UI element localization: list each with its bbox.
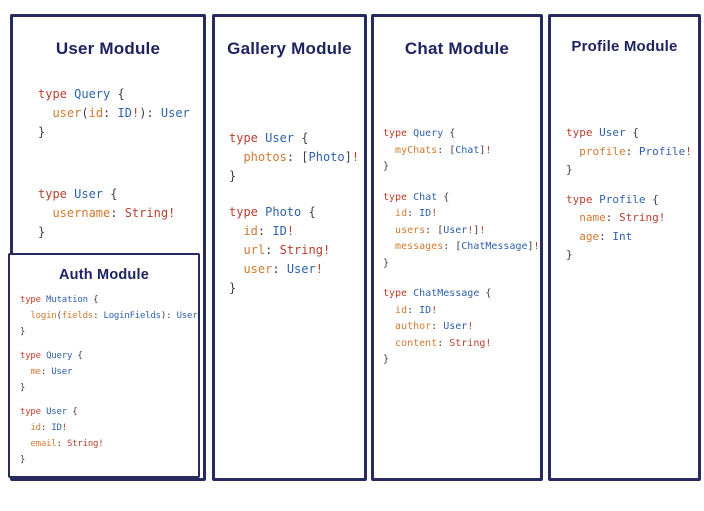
code-line: name: String! [579,211,666,224]
code-snippet: type User { username: String!} [38,185,203,242]
code-line: } [229,169,237,183]
module-box-user: User Module type Query { user(id: ID!): … [8,14,206,481]
module-title-chat: Chat Module [404,39,510,58]
code-snippet: type Query { user(id: ID!): User} [38,85,203,142]
code-block-profile: type User { profile: Profile!}type Profi… [551,124,698,265]
code-snippet: type Query { me: User} [20,348,198,396]
code-block-auth: type Mutation { login(fields: LoginField… [10,292,198,468]
code-line: } [20,327,26,337]
code-line: username: String! [52,206,176,220]
code-block-gallery: type User { photos: [Photo]!}type Photo … [215,129,364,298]
code-line: } [383,257,390,269]
code-line: messages: [ChatMessage]! [395,241,540,252]
code-line: type Photo { [229,205,316,219]
code-line: type User { [38,187,118,201]
code-snippet: type Chat { id: ID! users: [User!]! mess… [383,190,540,273]
code-line: } [229,281,237,295]
code-line: id: ID! [395,208,438,219]
code-line: id: ID! [30,423,67,433]
code-line: } [38,225,46,239]
code-line: age: Int [579,229,633,243]
code-line: type User { [566,126,639,139]
code-line: user(id: ID!): User [52,106,190,120]
code-line: login(fields: LoginFields): User [30,311,198,321]
code-line: id: ID! [243,224,295,238]
module-box-gallery: Gallery Module type User { photos: [Phot… [212,14,367,481]
code-line: profile: Profile! [579,144,692,158]
code-snippet: type Query { myChats: [Chat]!} [383,126,540,176]
module-box-auth: Auth Module type Mutation { login(fields… [8,253,200,478]
code-line: } [383,161,390,172]
code-line: url: String! [243,243,331,257]
code-line: myChats: [Chat]! [395,144,492,156]
code-line: type Query { [38,87,125,101]
code-line: email: String! [30,439,104,449]
code-line: id: ID! [395,304,438,316]
code-block-chat: type Query { myChats: [Chat]!}type Chat … [374,126,540,369]
module-box-profile: Profile Module type User { profile: Prof… [548,14,701,481]
code-line: type Chat { [383,191,450,203]
code-line: } [38,125,46,139]
code-line: type Query { [383,128,456,139]
code-snippet: type Mutation { login(fields: LoginField… [20,292,198,340]
code-line: content: String! [395,337,492,349]
code-line: } [566,163,573,176]
code-line: type Query { [20,351,83,361]
code-line: me: User [30,367,73,377]
code-line: } [20,455,26,465]
module-title-gallery: Gallery Module [227,39,352,58]
code-snippet: type Profile { name: String! age: Int} [566,191,698,265]
code-line: type ChatMessage { [383,288,492,299]
code-line: type Profile { [566,192,659,206]
module-box-chat: Chat Module type Query { myChats: [Chat]… [371,14,543,481]
code-snippet: type User { id: ID! email: String!} [20,404,198,468]
code-snippet: type User { photos: [Photo]!} [229,129,364,186]
code-line: type User { [229,131,309,145]
code-snippet: type Photo { id: ID! url: String! user: … [229,203,364,298]
code-line: type Mutation { [20,295,99,305]
code-line: } [383,354,390,365]
code-line: photos: [Photo]! [243,150,360,164]
module-title-profile: Profile Module [571,38,678,55]
code-line: user: User! [243,262,323,276]
code-line: } [20,383,26,393]
code-snippet: type ChatMessage { id: ID! author: User!… [383,286,540,369]
module-title-auth: Auth Module [59,267,149,283]
code-line: author: User! [395,321,474,332]
code-line: } [566,248,573,261]
code-line: users: [User!]! [395,224,486,236]
code-line: type User { [20,407,78,417]
code-block-user: type Query { user(id: ID!): User}type Us… [13,85,203,242]
module-title-user: User Module [55,39,161,58]
code-snippet: type User { profile: Profile!} [566,124,698,180]
